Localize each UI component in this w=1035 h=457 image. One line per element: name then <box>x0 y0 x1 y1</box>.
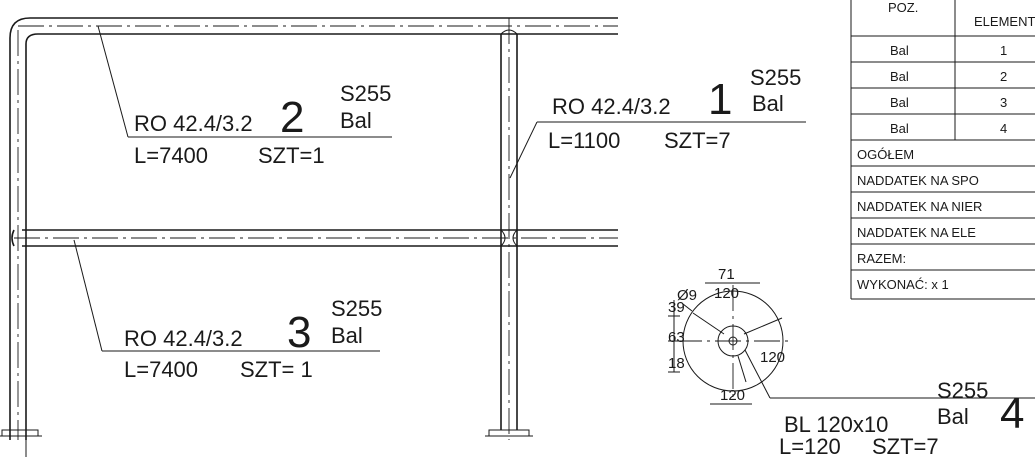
table-row-4-finish: Bal <box>890 121 909 136</box>
pos4-grade: S255 <box>937 378 988 403</box>
pos2-qty: SZT=1 <box>258 143 325 168</box>
pos2-number: 2 <box>280 93 304 142</box>
table-row-1-element: 1 <box>1000 43 1007 58</box>
pos3-finish: Bal <box>331 323 363 348</box>
dim-bottom: 120 <box>720 387 745 404</box>
leader-lines <box>73 25 1035 399</box>
pos4-profile: BL 120x10 <box>784 412 888 437</box>
pos3-profile: RO 42.4/3.2 <box>124 326 243 351</box>
dim-top-outer: 71 <box>718 266 735 283</box>
table-header-element: ELEMENT <box>974 14 1035 29</box>
table-header-pos: POZ. <box>888 0 918 15</box>
pos4-number: 4 <box>1000 389 1024 438</box>
dim-angle: 120 <box>760 349 785 366</box>
pos3-number: 3 <box>287 308 311 357</box>
table-row-4-element: 4 <box>1000 121 1007 136</box>
label-pos1: RO 42.4/3.2 1 S255 Bal L=1100 SZT=7 <box>548 65 801 153</box>
table-row-3-element: 3 <box>1000 95 1007 110</box>
dim-left-b: 63 <box>668 329 685 346</box>
pos1-length: L=1100 <box>548 128 620 153</box>
table-total: OGÓŁEM <box>857 147 914 162</box>
dim-left-a: 39 <box>668 299 685 316</box>
pos1-grade: S255 <box>750 65 801 90</box>
table-add-uneven: NADDATEK NA NIER <box>857 199 982 214</box>
pos2-grade: S255 <box>340 81 391 106</box>
pos1-number: 1 <box>708 75 732 124</box>
table-add-weld: NADDATEK NA SPO <box>857 173 979 188</box>
label-pos2: RO 42.4/3.2 2 S255 Bal L=7400 SZT=1 <box>134 81 391 168</box>
table-sum: RAZEM: <box>857 251 906 266</box>
dim-top-inner: 120 <box>714 285 739 302</box>
pos3-length: L=7400 <box>124 357 198 382</box>
pos3-qty: SZT= 1 <box>240 357 313 382</box>
pos3-grade: S255 <box>331 296 382 321</box>
label-pos3: RO 42.4/3.2 3 S255 Bal L=7400 SZT= 1 <box>124 296 382 382</box>
plate-detail: 71 120 Ø9 120 120 39 63 18 <box>668 266 790 405</box>
pos1-profile: RO 42.4/3.2 <box>552 94 671 119</box>
table-add-elem: NADDATEK NA ELE <box>857 225 976 240</box>
table-row-2-element: 2 <box>1000 69 1007 84</box>
dim-hole: Ø9 <box>677 287 697 304</box>
railing-frame <box>0 17 618 457</box>
dim-left-c: 18 <box>668 355 685 372</box>
table-execute: WYKONAĆ: x 1 <box>857 277 949 292</box>
pos4-length: L=120 <box>779 434 841 457</box>
table-row-2-finish: Bal <box>890 69 909 84</box>
pos4-finish: Bal <box>937 404 969 429</box>
pos2-profile: RO 42.4/3.2 <box>134 111 253 136</box>
pos4-qty: SZT=7 <box>872 434 939 457</box>
table-row-1-finish: Bal <box>890 43 909 58</box>
label-pos4: BL 120x10 S255 Bal 4 L=120 SZT=7 <box>779 378 1024 457</box>
pos2-finish: Bal <box>340 108 372 133</box>
parts-table: POZ. ELEMENT Bal 1 Bal 2 Bal 3 Bal 4 OGÓ… <box>850 0 1035 300</box>
pos2-length: L=7400 <box>134 143 208 168</box>
table-row-3-finish: Bal <box>890 95 909 110</box>
pos1-finish: Bal <box>752 91 784 116</box>
pos1-qty: SZT=7 <box>664 128 731 153</box>
